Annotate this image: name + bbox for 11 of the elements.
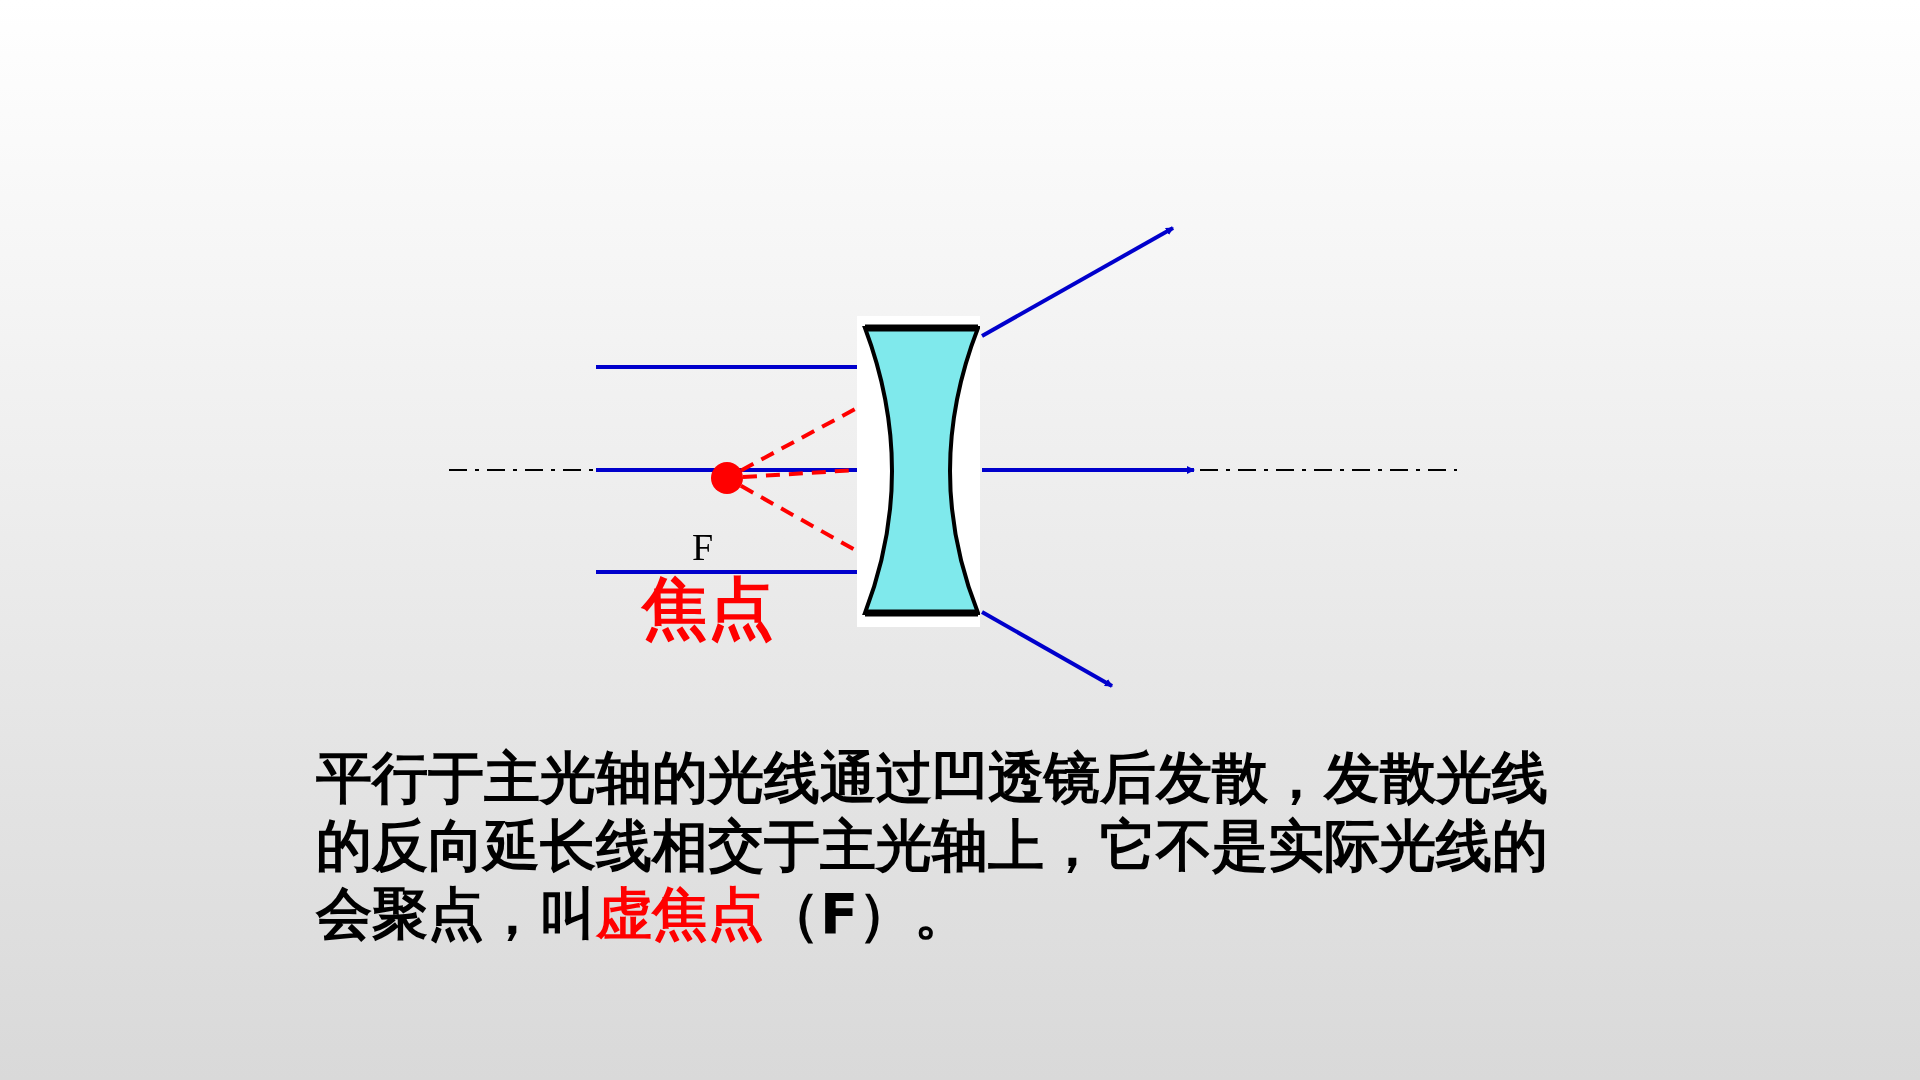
light-ray bbox=[981, 610, 1113, 688]
focus-label: 焦点 bbox=[642, 576, 774, 642]
concave-lens bbox=[857, 316, 980, 627]
light-ray bbox=[982, 466, 1195, 474]
light-ray bbox=[596, 365, 857, 369]
light-ray bbox=[596, 570, 857, 574]
light-ray bbox=[981, 226, 1174, 338]
light-ray bbox=[596, 468, 857, 472]
extension-line bbox=[740, 406, 858, 473]
description-text: 平行于主光轴的光线通过凹透镜后发散，发散光线的反向延长线相交于主光轴上，它不是实际光线的会聚点，叫虚焦点（F）。 bbox=[316, 744, 1549, 948]
focus-letter: F bbox=[692, 528, 714, 566]
